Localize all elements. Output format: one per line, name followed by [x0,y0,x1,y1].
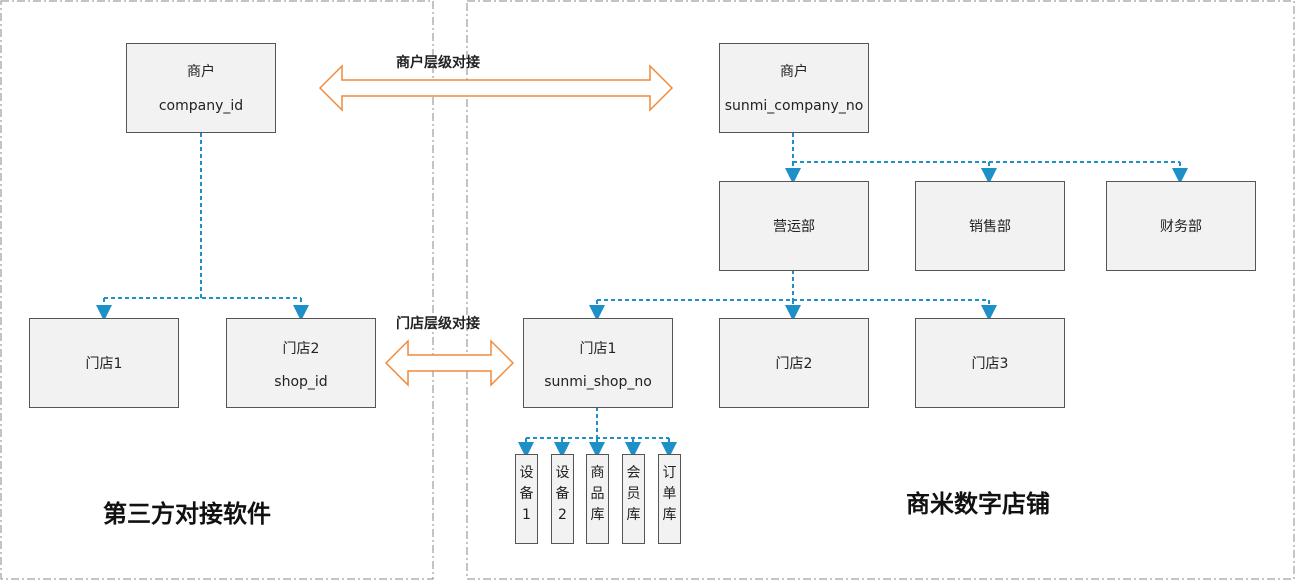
right-store3-box: 门店3 [915,318,1065,408]
right-merchant-box: 商户 sunmi_company_no [719,43,869,133]
resource-char: 备 [555,486,570,502]
right-area-border [466,0,1295,580]
resource-char: 会 [626,465,641,481]
left-store2-box: 门店2 shop_id [226,318,376,408]
left-store1-box: 门店1 [29,318,179,408]
department-box-sales: 销售部 [915,181,1065,271]
resource-order-library: 订 单 库 [658,454,681,544]
department-box-finance: 财务部 [1106,181,1256,271]
resource-char: 订 [662,465,677,481]
department-label: 营运部 [773,219,815,235]
left-store2-label: 门店2 [282,341,320,357]
merchant-department-connectors [785,133,1188,184]
store-resource-connectors [518,407,677,458]
left-tree-connectors [96,133,309,321]
right-merchant-id: sunmi_company_no [724,98,864,114]
resource-device1: 设 备 1 [515,454,538,544]
store-level-double-arrow [384,339,515,387]
right-store1-box: 门店1 sunmi_shop_no [523,318,673,408]
right-store2-box: 门店2 [719,318,869,408]
left-merchant-box: 商户 company_id [126,43,276,133]
department-label: 财务部 [1160,219,1202,235]
department-label: 销售部 [969,219,1011,235]
merchant-level-double-arrow [318,64,674,112]
resource-char: 设 [555,465,570,481]
left-area-border [0,0,434,580]
resource-char: 库 [626,507,641,523]
resource-char: 商 [590,465,605,481]
right-merchant-label: 商户 [780,64,808,80]
right-store1-id: sunmi_shop_no [544,374,652,390]
right-store1-label: 门店1 [579,341,617,357]
resource-char: 单 [662,486,677,502]
right-area-title: 商米数字店铺 [906,490,1050,518]
right-store2-label: 门店2 [775,356,813,372]
left-merchant-label: 商户 [187,64,215,80]
resource-char: 备 [519,486,534,502]
resource-char: 库 [662,507,677,523]
resource-char: 库 [590,507,605,523]
right-store3-label: 门店3 [971,356,1009,372]
left-area-title: 第三方对接软件 [103,500,271,528]
resource-char: 1 [522,507,531,523]
resource-char: 2 [558,507,567,523]
left-store2-id: shop_id [274,374,328,390]
resource-member-library: 会 员 库 [622,454,645,544]
resource-char: 设 [519,465,534,481]
left-merchant-id: company_id [158,98,244,114]
resource-device2: 设 备 2 [551,454,574,544]
department-box-operations: 营运部 [719,181,869,271]
left-store1-label: 门店1 [85,356,123,372]
store-level-label: 门店层级对接 [396,316,480,332]
resource-product-library: 商 品 库 [586,454,609,544]
merchant-level-label: 商户层级对接 [396,55,480,71]
department-store-connectors [589,270,997,321]
resource-char: 员 [626,486,641,502]
resource-char: 品 [590,486,605,502]
